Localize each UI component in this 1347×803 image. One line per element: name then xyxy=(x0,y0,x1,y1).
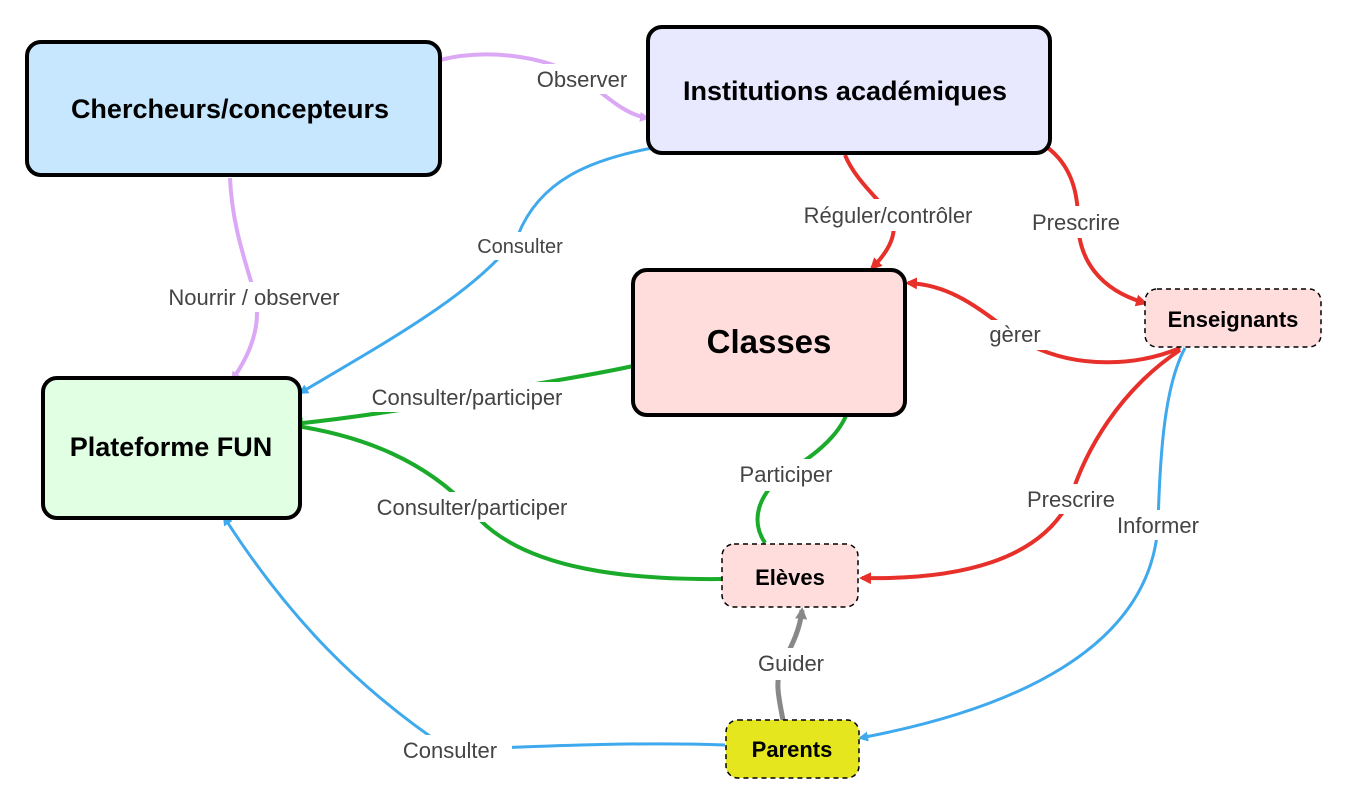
edge-label-consulter-inst: Consulter xyxy=(477,236,563,258)
node-plateforme-label: Plateforme FUN xyxy=(70,432,273,462)
node-parents-box xyxy=(725,719,860,779)
edge-label-observer: Observer xyxy=(537,67,627,92)
edge-label-guider: Guider xyxy=(758,651,824,676)
node-enseignants: Enseignants xyxy=(1144,288,1322,348)
edge-label-informer: Informer xyxy=(1117,513,1199,538)
edge-labels: Observer Nourrir / observer Consulter Ré… xyxy=(145,64,1214,765)
edge-label-consulter-classes: Consulter/participer xyxy=(372,385,563,410)
node-classes-label: Classes xyxy=(707,323,832,360)
nodes: Chercheurs/concepteurs Institutions acad… xyxy=(25,25,1322,779)
edge-prescrire-eleves xyxy=(859,348,1182,585)
edge-label-reguler: Réguler/contrôler xyxy=(804,203,973,228)
node-institutions: Institutions académiques xyxy=(646,25,1052,155)
node-classes-box xyxy=(631,268,907,417)
node-eleves-box xyxy=(721,543,859,608)
node-eleves-label: Elèves xyxy=(755,565,825,590)
edge-label-participer: Participer xyxy=(740,462,833,487)
edge-label-gerer: gèrer xyxy=(989,322,1040,347)
edge-nourrir xyxy=(228,177,260,382)
node-institutions-box xyxy=(646,25,1052,155)
node-institutions-label: Institutions académiques xyxy=(683,76,1007,106)
edge-label-consulter-parents: Consulter xyxy=(403,738,497,763)
edge-consulter-parents xyxy=(222,515,726,752)
edge-label-nourrir: Nourrir / observer xyxy=(168,285,339,310)
node-chercheurs-box xyxy=(25,40,442,177)
node-enseignants-box xyxy=(1144,288,1322,348)
edge-informer xyxy=(858,347,1187,742)
node-enseignants-label: Enseignants xyxy=(1168,307,1299,332)
node-plateforme-box xyxy=(41,376,302,520)
node-parents-label: Parents xyxy=(752,737,833,762)
edge-label-prescrire-eleves: Prescrire xyxy=(1027,487,1115,512)
node-chercheurs: Chercheurs/concepteurs xyxy=(25,40,442,177)
edge-label-prescrire-ens: Prescrire xyxy=(1032,210,1120,235)
node-plateforme: Plateforme FUN xyxy=(41,376,302,520)
node-parents: Parents xyxy=(725,719,860,779)
edge-label-consulter-eleves: Consulter/participer xyxy=(377,495,568,520)
node-eleves: Elèves xyxy=(721,543,859,608)
node-classes: Classes xyxy=(631,268,907,417)
node-chercheurs-label: Chercheurs/concepteurs xyxy=(71,94,389,124)
edge-consulter-inst xyxy=(298,146,653,395)
